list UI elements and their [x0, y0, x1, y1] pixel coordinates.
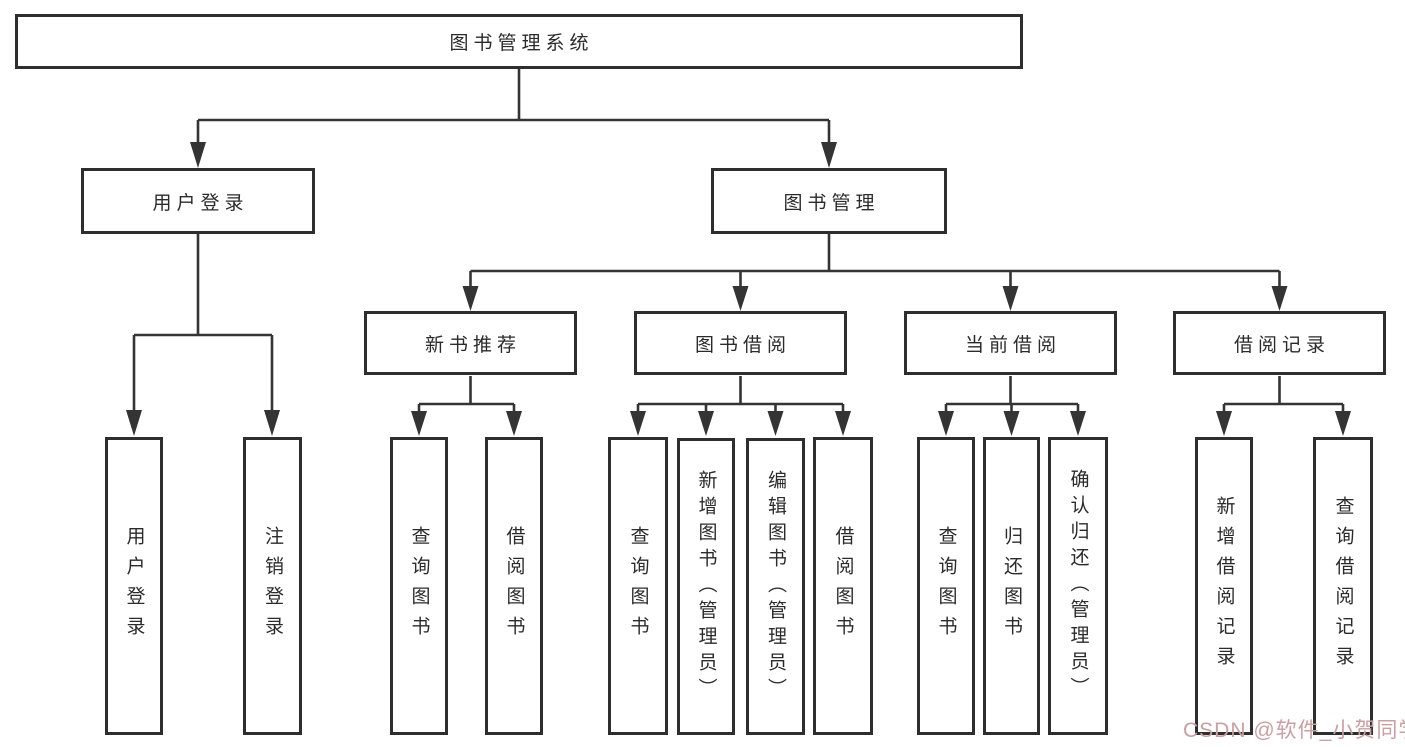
watermark: CSDN @软件_小贺同学 [1183, 719, 1405, 742]
node-label: 图书管理系统 [449, 33, 594, 54]
node-label: 新书推荐 [424, 334, 521, 356]
node-record-add: 新增借阅记录 [1195, 437, 1253, 735]
node-new-book-recommendation: 新书推荐 [364, 311, 577, 375]
node-label: 编辑图书（管理员） [765, 469, 786, 704]
connector-bookborrow-children [636, 376, 845, 413]
arrowhead-icon [732, 286, 749, 311]
connector-bookmgmt-level3 [469, 234, 1281, 288]
node-rec-query-book: 查询图书 [390, 437, 448, 735]
arrowhead-icon [264, 410, 280, 436]
arrowhead-icon [1335, 411, 1351, 436]
arrowhead-icon [126, 410, 142, 436]
arrowhead-icon [1003, 411, 1020, 436]
node-borrow-query-book: 查询图书 [608, 437, 668, 735]
arrowhead-icon [835, 411, 851, 436]
arrowhead-icon [938, 411, 954, 436]
arrowhead-icon [1216, 411, 1232, 436]
node-borrowing-records: 借阅记录 [1173, 311, 1386, 375]
node-label: 借阅记录 [1233, 334, 1330, 356]
node-label: 查询图书 [408, 526, 430, 646]
node-label: 图书借阅 [694, 334, 791, 356]
arrowhead-icon [411, 411, 427, 436]
node-label: 借阅图书 [832, 526, 854, 646]
connector-userlogin-children [132, 234, 274, 412]
node-logout: 注销登录 [243, 437, 302, 735]
node-borrow-add-book-admin: 新增图书（管理员） [677, 438, 735, 735]
arrowhead-icon [1271, 286, 1288, 311]
node-label: 查询图书 [935, 526, 957, 646]
node-current-query-book: 查询图书 [917, 437, 975, 735]
node-label: 查询图书 [627, 526, 649, 646]
arrowhead-icon [462, 286, 479, 311]
node-label: 图书管理 [783, 192, 880, 214]
arrowhead-icon [506, 411, 522, 436]
connector-borrowrecord-children [1222, 376, 1345, 413]
arrowhead-icon [190, 142, 206, 168]
node-record-query: 查询借阅记录 [1313, 437, 1373, 735]
node-label: 注销登录 [262, 526, 283, 646]
node-label: 借阅图书 [503, 526, 525, 646]
node-current-borrowing: 当前借阅 [904, 311, 1117, 375]
node-label: 当前借阅 [964, 334, 1061, 356]
node-label: 用户登录 [123, 526, 145, 646]
node-label: 归还图书 [1001, 526, 1022, 646]
node-label: 查询借阅记录 [1332, 496, 1354, 676]
node-book-borrowing: 图书借阅 [634, 311, 847, 375]
arrowhead-icon [630, 411, 646, 436]
node-user-login-leaf: 用户登录 [105, 437, 163, 735]
node-borrow-edit-book-admin: 编辑图书（管理员） [746, 438, 805, 735]
connector-newbookrec-children [417, 376, 516, 413]
node-borrow-borrow-book: 借阅图书 [813, 437, 873, 735]
node-label: 新增图书（管理员） [695, 469, 717, 704]
connector-root-level2 [196, 68, 831, 144]
node-rec-borrow-book: 借阅图书 [485, 437, 543, 735]
node-library-system: 图书管理系统 [15, 14, 1023, 69]
node-label: 确认归还（管理员） [1067, 469, 1089, 703]
arrowhead-icon [767, 411, 784, 436]
node-label: 用户登录 [152, 192, 249, 214]
connector-currentborrow-children [944, 376, 1080, 413]
arrowhead-icon [821, 142, 837, 168]
arrowhead-icon [698, 411, 714, 436]
arrowhead-icon [1002, 286, 1019, 311]
node-current-confirm-return-admin: 确认归还（管理员） [1048, 437, 1108, 735]
node-user-login: 用户登录 [81, 168, 315, 234]
node-book-management: 图书管理 [711, 168, 947, 234]
node-label: 新增借阅记录 [1213, 496, 1235, 676]
arrowhead-icon [1070, 411, 1086, 436]
node-current-return-book: 归还图书 [983, 437, 1040, 735]
